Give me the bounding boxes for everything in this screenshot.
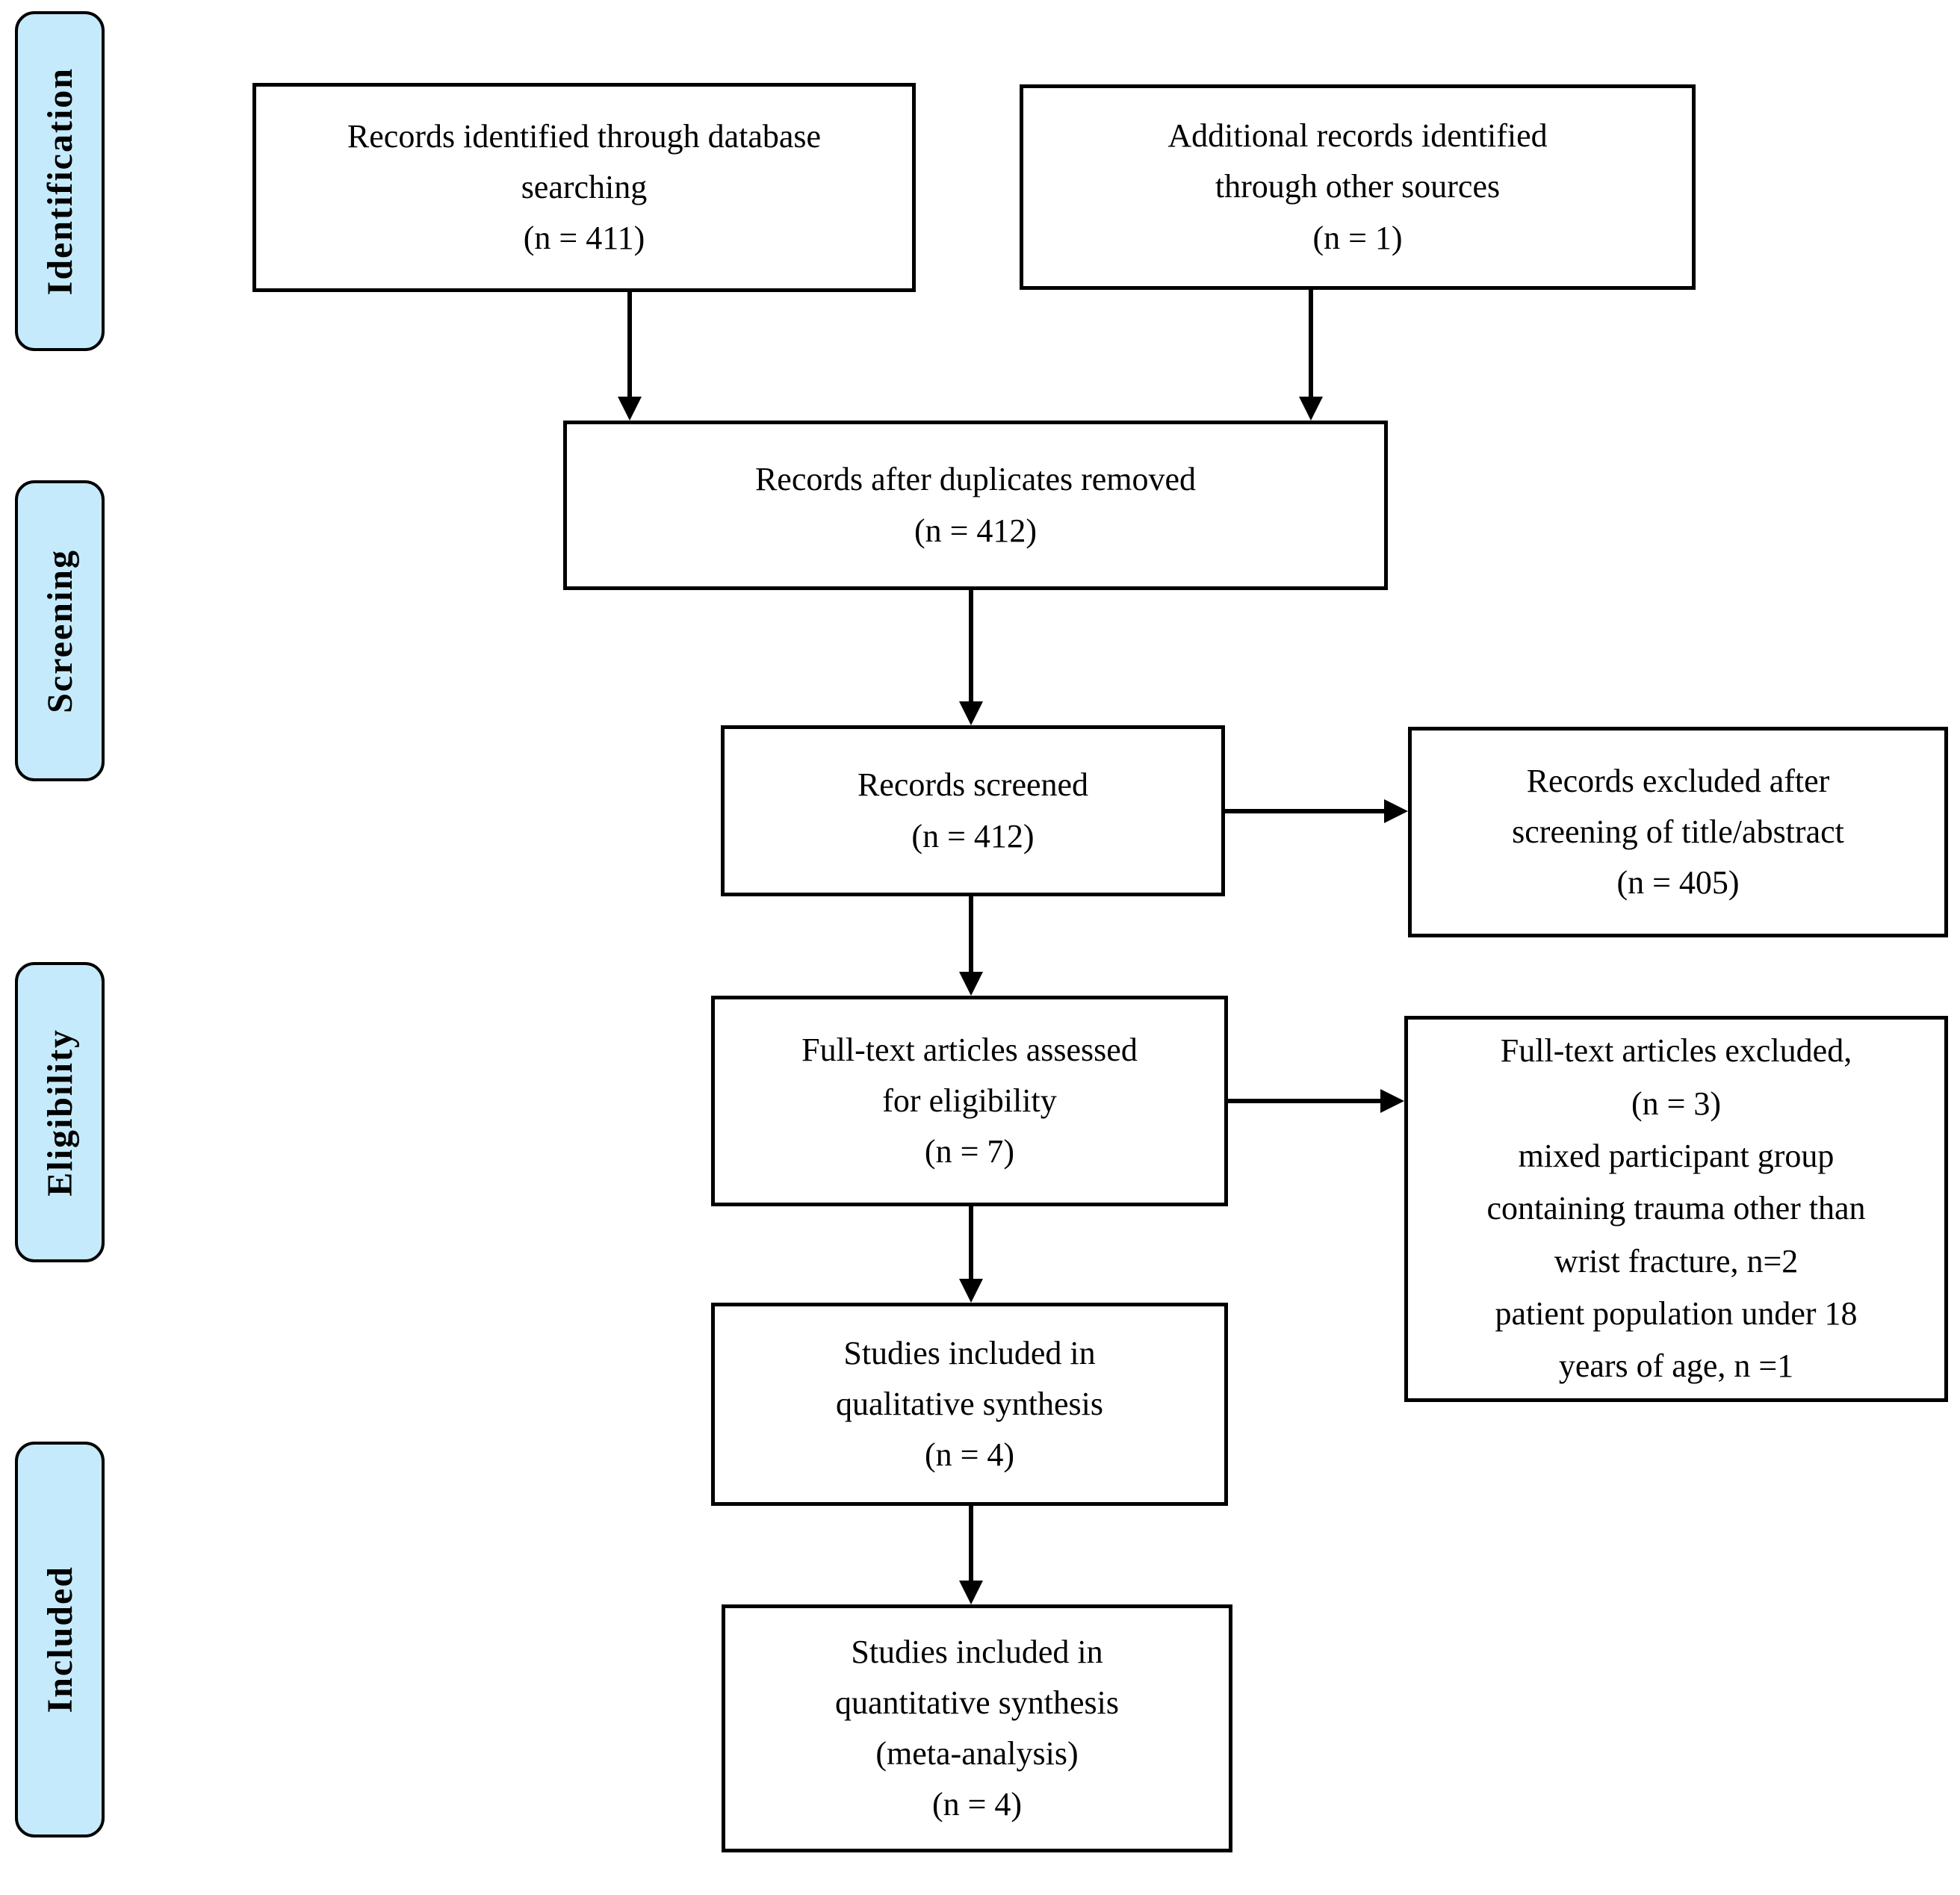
stage-label: Included xyxy=(40,1566,80,1713)
stage-included: Included xyxy=(15,1442,105,1837)
stage-eligibility: Eligibility xyxy=(15,962,105,1262)
box-records-identified-database: Records identified through database sear… xyxy=(252,83,916,292)
arrow-down-screened-to-fulltext-icon xyxy=(969,896,973,973)
stage-label: Screening xyxy=(40,548,80,713)
arrow-right-fulltext-to-excluded-icon xyxy=(1228,1099,1382,1103)
box-text: Full-text articles excluded, (n = 3) mix… xyxy=(1486,1032,1866,1385)
stage-screening: Screening xyxy=(15,480,105,781)
box-full-text-articles-assessed: Full-text articles assessed for eligibil… xyxy=(711,996,1228,1206)
box-additional-records-other-sources: Additional records identified through ot… xyxy=(1020,84,1696,290)
arrow-down-other-sources-to-duplicates-icon xyxy=(1309,290,1313,398)
box-studies-included-qualitative: Studies included in qualitative synthesi… xyxy=(711,1303,1228,1506)
box-full-text-articles-excluded: Full-text articles excluded, (n = 3) mix… xyxy=(1404,1016,1948,1402)
box-records-after-duplicates-removed: Records after duplicates removed (n = 41… xyxy=(563,421,1388,590)
stage-identification: Identification xyxy=(15,11,105,351)
box-text: Additional records identified through ot… xyxy=(1167,117,1548,256)
box-text: Records identified through database sear… xyxy=(347,117,822,257)
stage-label: Eligibility xyxy=(40,1028,80,1197)
arrow-down-fulltext-to-qualitative-icon xyxy=(969,1206,973,1280)
box-records-screened: Records screened (n = 412) xyxy=(721,725,1225,896)
box-text: Records after duplicates removed (n = 41… xyxy=(754,461,1197,549)
arrow-down-database-to-duplicates-icon xyxy=(627,292,632,398)
arrow-right-screened-to-excluded-icon xyxy=(1225,809,1386,813)
box-text: Records screened (n = 412) xyxy=(857,766,1089,855)
arrow-down-duplicates-to-screened-icon xyxy=(969,590,973,703)
arrow-down-qualitative-to-quantitative-icon xyxy=(969,1506,973,1582)
box-records-excluded-after-screening: Records excluded after screening of titl… xyxy=(1408,727,1948,937)
box-studies-included-quantitative: Studies included in quantitative synthes… xyxy=(722,1604,1232,1852)
box-text: Full-text articles assessed for eligibil… xyxy=(801,1031,1138,1170)
box-text: Records excluded after screening of titl… xyxy=(1512,762,1844,902)
stage-label: Identification xyxy=(40,66,80,296)
box-text: Studies included in qualitative synthesi… xyxy=(835,1334,1104,1474)
box-text: Studies included in quantitative synthes… xyxy=(834,1633,1120,1823)
